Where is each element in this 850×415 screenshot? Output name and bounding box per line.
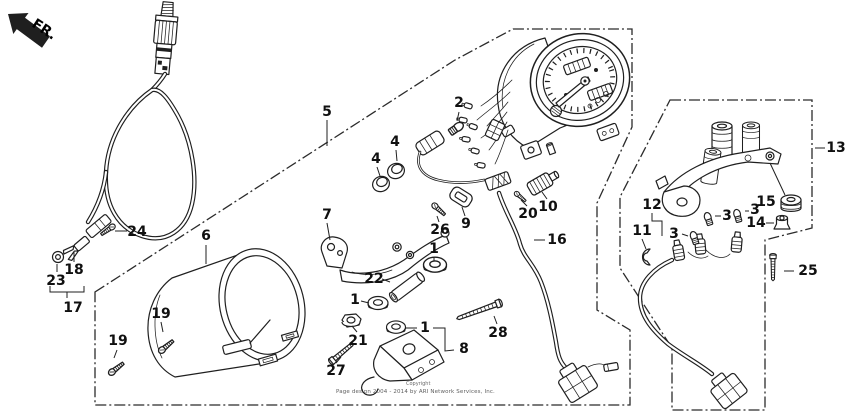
cable-ferrule bbox=[85, 214, 112, 239]
part-label-3: 3 bbox=[669, 226, 679, 242]
part-label-20: 20 bbox=[518, 206, 538, 222]
collar-22 bbox=[388, 271, 426, 303]
screw-26 bbox=[429, 201, 448, 218]
part-label-10: 10 bbox=[538, 199, 558, 215]
screw-20 bbox=[512, 189, 528, 204]
cable-fork-end bbox=[62, 235, 90, 262]
part-label-3: 3 bbox=[750, 202, 760, 218]
speedometer-needle bbox=[555, 76, 591, 108]
part-label-25: 25 bbox=[798, 263, 817, 279]
part-label-1: 1 bbox=[429, 241, 439, 257]
part-label-16: 16 bbox=[547, 232, 566, 248]
odometer-window bbox=[563, 56, 591, 76]
tape-wrap bbox=[484, 171, 512, 191]
part-label-18: 18 bbox=[64, 262, 83, 278]
cap-4a bbox=[369, 173, 393, 195]
part-label-11: 11 bbox=[632, 223, 651, 239]
assembly-boundary-socket-plate bbox=[619, 99, 813, 411]
fr-direction-arrow: FR. bbox=[8, 13, 59, 48]
clip-11 bbox=[642, 248, 651, 266]
cap-4b bbox=[384, 160, 408, 182]
harness-socket bbox=[730, 231, 744, 254]
grommet-1a bbox=[422, 256, 448, 273]
meter-case-6 bbox=[147, 248, 306, 378]
part-label-1: 1 bbox=[420, 320, 430, 336]
assembly-boundary-speedometer bbox=[94, 28, 633, 406]
socket-14 bbox=[773, 214, 791, 230]
bracket-8 bbox=[361, 329, 445, 396]
part-label-17: 17 bbox=[63, 300, 82, 316]
part-label-26: 26 bbox=[430, 222, 449, 238]
part-label-12: 12 bbox=[642, 197, 661, 213]
bracket-7-group bbox=[320, 228, 450, 284]
socket-plate-13 bbox=[655, 121, 802, 282]
part-label-4: 4 bbox=[390, 134, 400, 150]
bulb-socket bbox=[415, 130, 445, 156]
clamp-9 bbox=[449, 186, 473, 208]
bulb-3a bbox=[702, 211, 714, 227]
washer-23 bbox=[51, 250, 65, 264]
mount-tab bbox=[520, 140, 542, 160]
connector-12 bbox=[710, 372, 748, 410]
part-label-4: 4 bbox=[371, 151, 381, 167]
nut-21 bbox=[341, 313, 362, 328]
grommet-15 bbox=[780, 194, 802, 212]
copyright-line2: Page design 2004 - 2014 by ARI Network S… bbox=[336, 389, 495, 395]
bulb-3b bbox=[732, 208, 743, 224]
part-label-28: 28 bbox=[488, 325, 507, 341]
part-label-21: 21 bbox=[348, 333, 367, 349]
part-label-22: 22 bbox=[364, 271, 383, 287]
part-label-19: 19 bbox=[108, 333, 127, 349]
part-label-3: 3 bbox=[722, 208, 732, 224]
knob-10 bbox=[526, 170, 560, 196]
tripmeter-window bbox=[586, 83, 614, 101]
bolt-28 bbox=[456, 298, 503, 321]
part-label-19: 19 bbox=[151, 306, 170, 322]
copyright-note: Copyright Page design 2004 - 2014 by ARI… bbox=[336, 381, 495, 395]
screw-19a bbox=[106, 360, 126, 378]
connector-16 bbox=[558, 362, 598, 403]
speedometer bbox=[496, 32, 631, 160]
harness-socket bbox=[671, 238, 686, 262]
bulb-2 bbox=[447, 119, 466, 137]
part-label-13: 13 bbox=[826, 140, 845, 156]
part-label-15: 15 bbox=[756, 194, 775, 210]
part-label-6: 6 bbox=[201, 228, 211, 244]
harness-12 bbox=[637, 208, 748, 410]
part-label-2: 2 bbox=[454, 95, 464, 111]
speedometer-cable bbox=[51, 1, 197, 264]
part-label-5: 5 bbox=[322, 104, 332, 120]
part-label-23: 23 bbox=[46, 273, 65, 289]
bolt-25 bbox=[769, 252, 777, 282]
part-label-1: 1 bbox=[350, 292, 360, 308]
leader-lines bbox=[49, 111, 825, 364]
part-label-14: 14 bbox=[746, 215, 766, 231]
trip-reset-knob-face bbox=[549, 104, 563, 118]
part-label-9: 9 bbox=[461, 216, 471, 232]
grommet-1b bbox=[367, 295, 389, 311]
harness-16 bbox=[496, 190, 619, 403]
part-label-27: 27 bbox=[326, 363, 345, 379]
part-label-24: 24 bbox=[127, 224, 147, 240]
part-label-8: 8 bbox=[459, 341, 469, 357]
bulb-2-group bbox=[415, 119, 486, 184]
speedometer-wiring bbox=[455, 79, 513, 191]
copyright-line1: Copyright bbox=[406, 381, 430, 387]
grommet-1c bbox=[385, 320, 407, 334]
coupler bbox=[484, 118, 506, 142]
part-label-7: 7 bbox=[322, 207, 332, 223]
